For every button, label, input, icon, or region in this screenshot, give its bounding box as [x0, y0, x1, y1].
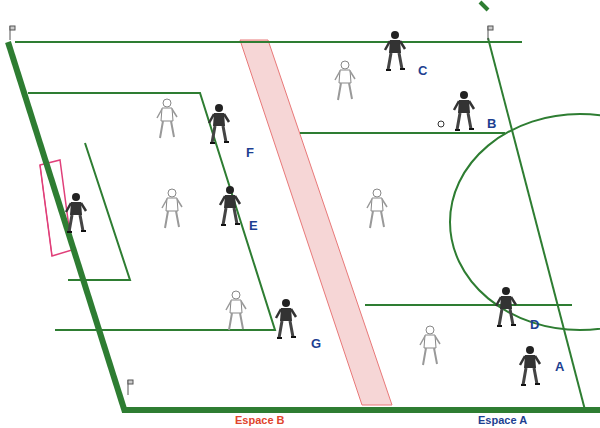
- player-letter: D: [530, 318, 539, 332]
- corner-flags: [10, 26, 493, 395]
- field-lines: [15, 38, 600, 410]
- player-letter: B: [487, 117, 496, 131]
- player-letter: E: [249, 219, 258, 233]
- player-letter: G: [311, 337, 321, 351]
- goal-line: [122, 407, 600, 413]
- player-letter: C: [418, 64, 427, 78]
- sideline: [8, 42, 125, 412]
- zone-band: [240, 40, 392, 405]
- player-letter: A: [555, 360, 564, 374]
- player-letter: F: [246, 146, 254, 160]
- zone-label: Espace B: [235, 414, 285, 426]
- zone-label: Espace A: [478, 414, 527, 426]
- players: [66, 31, 540, 385]
- line-end: [480, 2, 488, 10]
